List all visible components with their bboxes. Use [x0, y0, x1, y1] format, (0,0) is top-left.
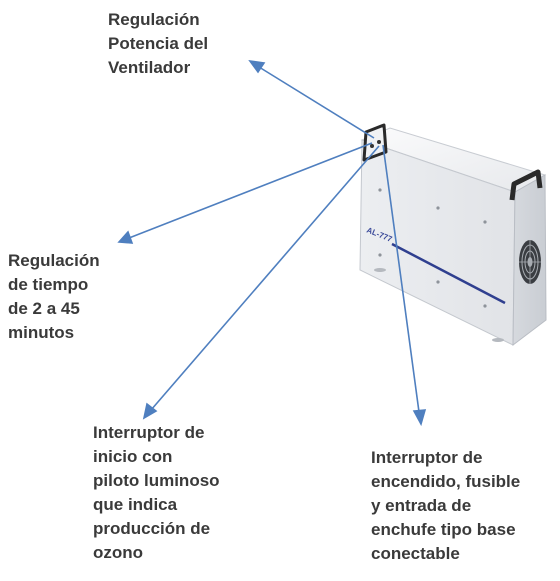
- arrow-fan-power: [258, 66, 375, 139]
- arrow-head-power-switch: [412, 409, 427, 427]
- label-start-switch: Interruptor de inicio con piloto luminos…: [93, 423, 220, 562]
- carry-handle-icon: [509, 169, 543, 201]
- label-timer: Regulación de tiempo de 2 a 45 minutos: [8, 251, 100, 342]
- screw-icon: [483, 220, 487, 224]
- device-foot: [492, 338, 504, 342]
- fan-grille-icon: [519, 240, 541, 284]
- label-fan-power: Regulación Potencia del Ventilador: [108, 10, 209, 77]
- screw-icon: [436, 206, 440, 210]
- arrow-head-timer: [117, 230, 134, 244]
- control-panel-icon: [362, 123, 388, 162]
- screw-icon: [483, 304, 487, 308]
- screw-icon: [378, 188, 382, 192]
- device-foot: [374, 268, 386, 272]
- screw-icon: [378, 253, 382, 257]
- screw-icon: [436, 280, 440, 284]
- arrow-head-start-switch: [142, 402, 158, 420]
- control-knob-icon: [377, 140, 381, 144]
- arrow-timer: [128, 142, 373, 239]
- arrow-start-switch: [150, 145, 380, 411]
- arrow-power-switch: [382, 144, 420, 413]
- arrows: [117, 59, 427, 427]
- label-power-switch: Interruptor de encendido, fusible y entr…: [371, 448, 521, 563]
- device-stripe: [391, 242, 506, 305]
- control-knob-icon: [370, 144, 374, 148]
- arrow-head-fan-power: [248, 59, 266, 74]
